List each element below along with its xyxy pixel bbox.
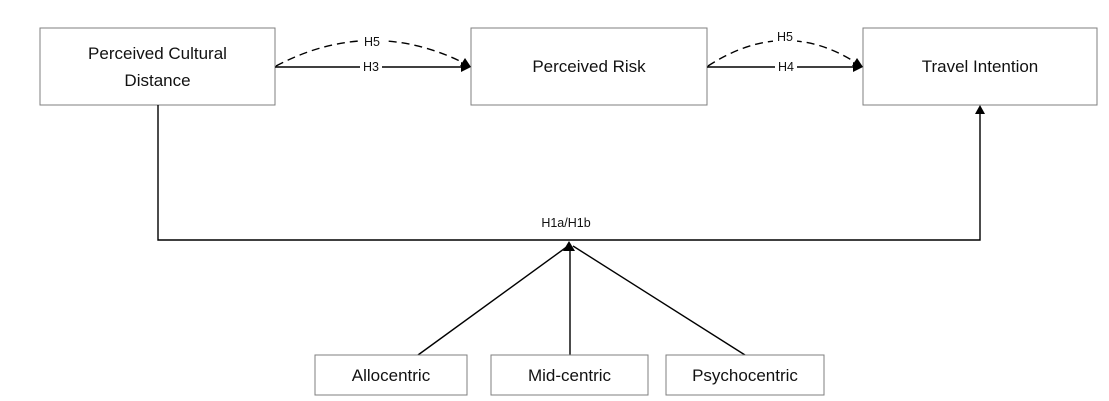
node-mid-centric-label: Mid-centric xyxy=(528,366,612,385)
node-travel-intention: Travel Intention xyxy=(862,27,1098,106)
edge-h4: H4 xyxy=(707,60,863,74)
node-perceived-cultural-distance-label-line1: Perceived Cultural xyxy=(88,44,227,63)
edge-h5-left-arrowhead xyxy=(460,58,471,67)
node-perceived-cultural-distance: Perceived Cultural Distance xyxy=(39,27,276,106)
edge-h3: H3 xyxy=(275,60,471,74)
edge-h3-label: H3 xyxy=(363,60,379,74)
node-allocentric: Allocentric xyxy=(314,354,468,396)
edge-h5-left: H5 xyxy=(275,35,471,67)
node-perceived-cultural-distance-label-line2: Distance xyxy=(124,71,190,90)
node-allocentric-label: Allocentric xyxy=(352,366,431,385)
edge-h1a-h1b-arrowhead xyxy=(975,105,985,114)
node-travel-intention-label: Travel Intention xyxy=(922,57,1039,76)
edge-h1a-h1b: H1a/H1b xyxy=(157,105,985,241)
moderator-link-psychocentric xyxy=(572,245,746,356)
edge-h5-right-label: H5 xyxy=(777,30,793,44)
node-perceived-risk-label: Perceived Risk xyxy=(532,57,646,76)
node-psychocentric-label: Psychocentric xyxy=(692,366,798,385)
edge-h5-left-label: H5 xyxy=(364,35,380,49)
edge-h5-right: H5 xyxy=(707,30,863,67)
node-perceived-risk: Perceived Risk xyxy=(470,27,708,106)
moderator-links xyxy=(417,241,746,356)
moderator-link-allocentric xyxy=(417,245,569,356)
moderator-arrowhead xyxy=(563,241,575,251)
edge-h1a-h1b-label: H1a/H1b xyxy=(541,216,590,230)
edge-h5-right-arrowhead xyxy=(852,58,863,67)
node-mid-centric: Mid-centric xyxy=(490,354,649,396)
node-psychocentric: Psychocentric xyxy=(665,354,825,396)
edge-h4-label: H4 xyxy=(778,60,794,74)
